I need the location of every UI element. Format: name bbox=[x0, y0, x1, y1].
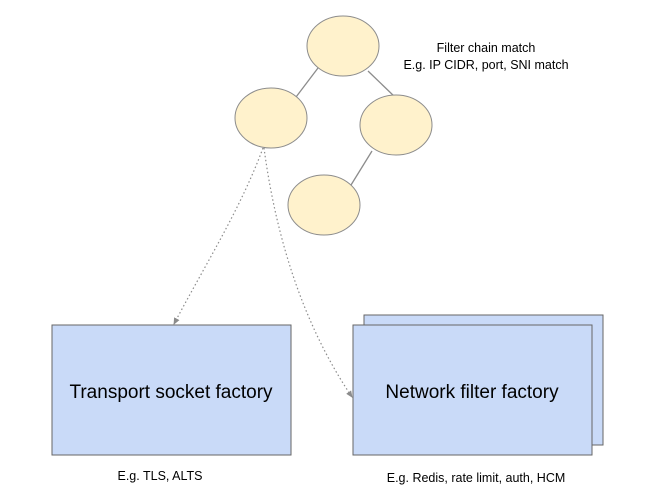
connector-to-transport bbox=[173, 147, 264, 325]
tree-edge-right-child bbox=[350, 150, 373, 186]
transport-caption: E.g. TLS, ALTS bbox=[118, 469, 203, 483]
tree-node-left bbox=[234, 87, 308, 149]
transport-socket-factory-box bbox=[51, 324, 292, 456]
tree-node-right bbox=[359, 94, 433, 156]
annotation-line-2: E.g. IP CIDR, port, SNI match bbox=[403, 58, 568, 72]
network-filter-factory-box bbox=[352, 324, 593, 456]
connector-to-network bbox=[263, 147, 353, 398]
annotation-line-1: Filter chain match bbox=[437, 41, 536, 55]
tree-node-root bbox=[306, 15, 380, 77]
transport-socket-factory-label: Transport socket factory bbox=[69, 382, 273, 403]
tree-node-bottom bbox=[287, 174, 361, 236]
tree-edge-root-left bbox=[292, 67, 319, 102]
tree-edge-root-right bbox=[367, 70, 397, 99]
network-filter-factory-label: Network filter factory bbox=[385, 382, 559, 403]
network-caption: E.g. Redis, rate limit, auth, HCM bbox=[387, 471, 566, 485]
